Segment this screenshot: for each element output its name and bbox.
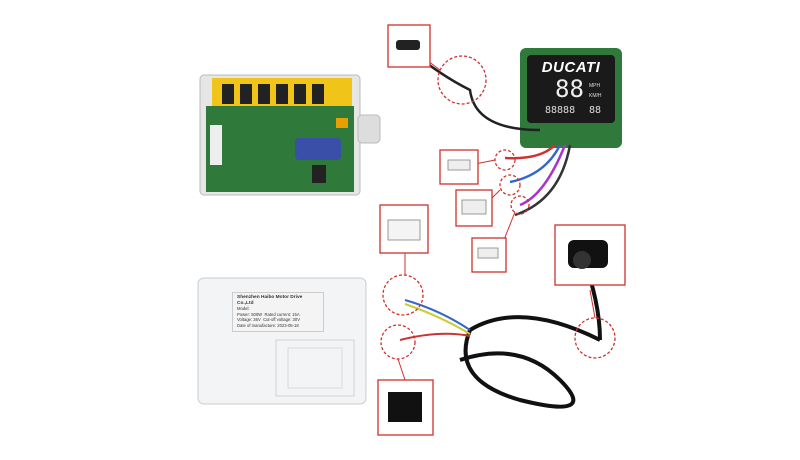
display-odometer: 88888 — [545, 105, 576, 116]
display-unit-kmh: KM/H — [589, 93, 602, 99]
label-rated-current: Rated current: 15A — [264, 311, 300, 317]
label-cutoff: Cut-off voltage: 30V — [263, 317, 301, 323]
case-label: Shenzhen Haibo Motor Drive Co.,Ltd Model… — [232, 292, 324, 332]
display-speed: 88 — [555, 75, 584, 103]
harness-wires — [399, 299, 471, 341]
lcd-display: DUCATI 88 MPH KM/H 88888 88 — [527, 55, 615, 123]
display-brand: DUCATI — [541, 59, 601, 76]
label-power: Power: 500W — [237, 311, 263, 317]
label-company: Shenzhen Haibo Motor Drive Co.,Ltd — [237, 295, 303, 306]
display-pcb-tab — [540, 128, 602, 146]
label-model: Model: — [237, 306, 250, 312]
label-voltage: Voltage: 36V — [237, 317, 261, 323]
display-trip: 88 — [589, 105, 602, 116]
detail-contents — [387, 40, 608, 422]
label-date: Date of manufacture: 2023-05-18 — [237, 322, 299, 328]
display-unit-mph: MPH — [589, 83, 601, 89]
controller-board — [199, 74, 381, 196]
